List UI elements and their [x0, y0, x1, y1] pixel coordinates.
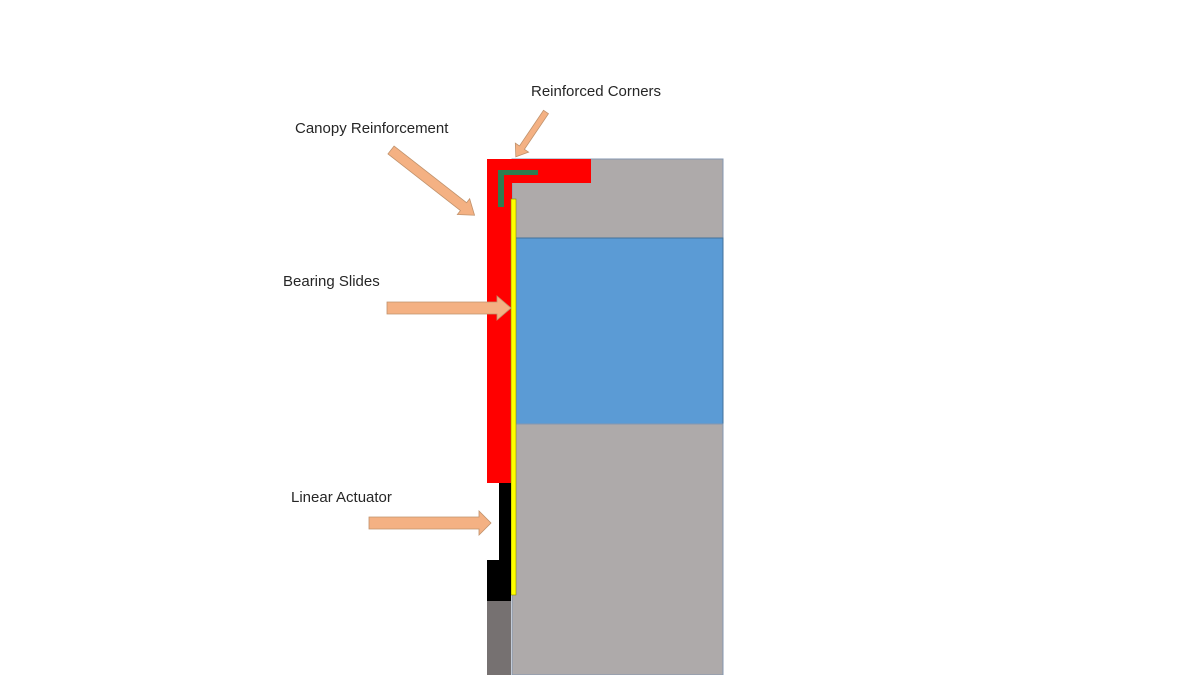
label-canopy-reinforcement: Canopy Reinforcement [295, 120, 449, 137]
canopy-reinforcement-arrow [387, 145, 476, 216]
label-reinforced-corners: Reinforced Corners [531, 83, 661, 100]
actuator-base [487, 601, 511, 675]
label-bearing-slides: Bearing Slides [283, 273, 380, 290]
actuator-mount [487, 560, 499, 601]
corner-bracket [498, 170, 538, 207]
window-opening [511, 237, 724, 425]
label-linear-actuator: Linear Actuator [291, 489, 392, 506]
canopy [487, 159, 591, 483]
reinforced-corners-arrow [514, 109, 550, 158]
linear-actuator [499, 483, 511, 601]
bearing-slides-arrow [386, 295, 512, 321]
linear-actuator-arrow [368, 510, 492, 536]
bearing-slide [510, 198, 517, 596]
wall-lower [511, 423, 724, 675]
